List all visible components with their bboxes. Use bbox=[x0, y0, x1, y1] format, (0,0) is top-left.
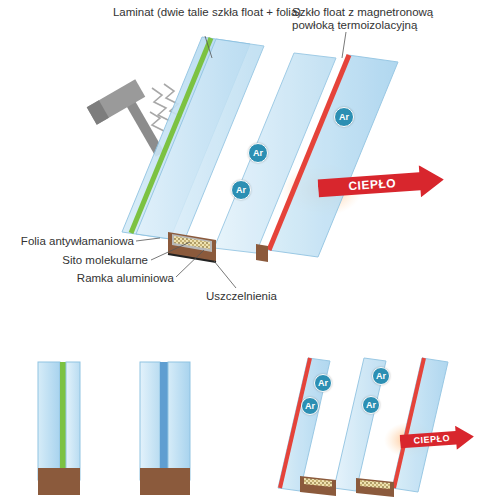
gas-symbol: Ar bbox=[339, 112, 349, 122]
hammer bbox=[87, 79, 165, 156]
part-label: Sito molekularne bbox=[20, 254, 148, 267]
arrow-body bbox=[317, 164, 445, 205]
coated-glass bbox=[268, 55, 398, 257]
gas-symbol: Ar bbox=[366, 400, 376, 410]
part-label: Laminat (dwie talie szkła float + folia) bbox=[112, 6, 302, 19]
leader-lines bbox=[136, 32, 346, 288]
gas-circle: Ar bbox=[301, 397, 319, 415]
gas-circle: Ar bbox=[362, 396, 380, 414]
part-label: Folia antywłamaniowa bbox=[10, 235, 134, 248]
gas-symbol: Ar bbox=[236, 185, 246, 195]
gas-circle: Ar bbox=[231, 180, 251, 200]
gas-symbol: Ar bbox=[305, 401, 315, 411]
part-label: Szkło float z magnetronową powłoką termo… bbox=[292, 6, 452, 32]
gas-circle: Ar bbox=[314, 374, 332, 392]
arrow-body bbox=[399, 424, 474, 453]
double-glass-icon bbox=[140, 362, 190, 495]
gas-symbol: Ar bbox=[376, 371, 386, 381]
spacer bbox=[168, 232, 268, 262]
gas-circle: Ar bbox=[372, 367, 390, 385]
part-label: Uszczelnienia bbox=[206, 290, 316, 303]
laminate-icon bbox=[38, 362, 80, 495]
triple-glazing bbox=[278, 358, 448, 497]
heat-arrow: CIEPŁO bbox=[399, 424, 474, 453]
gas-symbol: Ar bbox=[253, 148, 263, 158]
gas-circle: Ar bbox=[334, 107, 354, 127]
gas-circle: Ar bbox=[248, 143, 268, 163]
gas-symbol: Ar bbox=[318, 378, 328, 388]
part-label: Ramka aluminiowa bbox=[40, 272, 174, 285]
